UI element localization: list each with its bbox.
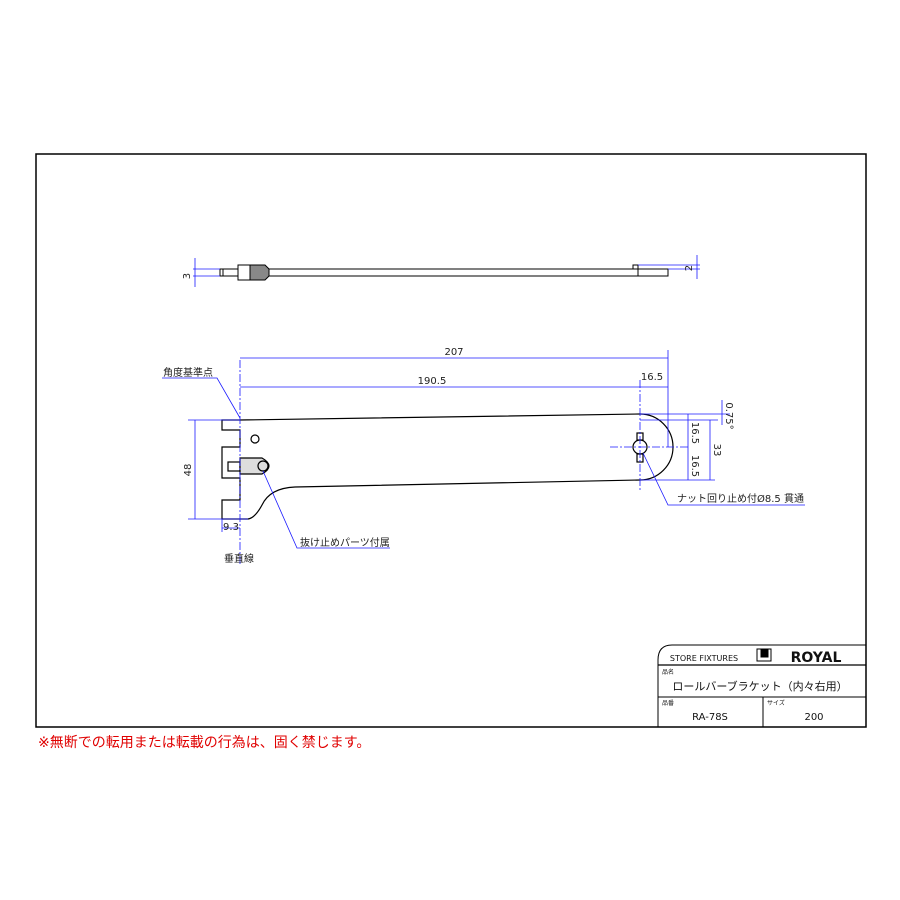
center-lines — [239, 360, 690, 565]
title-company-label: STORE FIXTURES — [670, 654, 738, 663]
size-value: 200 — [804, 712, 823, 723]
dim-thickness-left: 3 — [182, 273, 193, 279]
dim-angle: 0.75° — [723, 402, 734, 429]
part-label: 品番 — [662, 700, 674, 707]
note-nut-hole: ナット回り止め付Ø8.5 貫通 — [677, 492, 804, 505]
copyright-notice: ※無断での転用または転載の行為は、固く禁じます。 — [38, 735, 371, 751]
size-label: サイズ — [767, 699, 785, 707]
note-vertical-line: 垂直線 — [224, 552, 254, 565]
dim-length-to-hole: 190.5 — [418, 376, 447, 387]
name-value: ロールバーブラケット（内々右用） — [672, 679, 847, 693]
part-value: RA-78S — [692, 712, 728, 723]
dim-hook-offset: 9.3 — [223, 522, 239, 533]
drawing-frame — [35, 153, 867, 728]
bracket-outline — [221, 413, 674, 520]
brand-logo: ROYAL — [791, 650, 842, 666]
dim-hole-to-end: 16.5 — [641, 372, 663, 383]
dim-thickness-right: 2 — [684, 265, 695, 271]
note-angle-reference: 角度基準点 — [163, 366, 213, 379]
name-label: 品名 — [662, 668, 674, 676]
side-view-dims — [193, 255, 700, 287]
dim-lower-half: 16.5 — [689, 455, 700, 477]
side-view — [219, 264, 669, 281]
note-retainer-part: 抜け止めパーツ付属 — [300, 536, 390, 549]
dim-overall-length: 207 — [444, 347, 463, 358]
dim-height: 48 — [183, 464, 194, 477]
dim-upper-half: 16.5 — [689, 422, 700, 444]
dim-end-height: 33 — [711, 444, 722, 457]
front-view-dims — [162, 350, 805, 549]
title-block — [657, 644, 866, 727]
